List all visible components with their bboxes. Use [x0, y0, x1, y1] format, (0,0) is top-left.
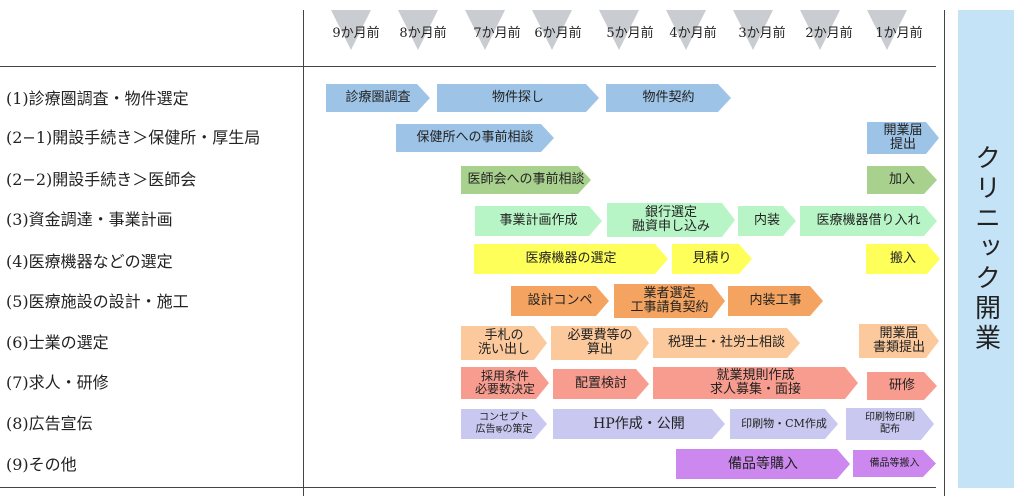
month-marker — [733, 10, 773, 50]
row-label: (3)資金調達・事業計画 — [6, 210, 173, 229]
month-label: 1か月前 — [875, 26, 923, 41]
month-marker — [867, 10, 907, 50]
task-cost-calc-label: 必要費等の 算出 — [567, 328, 633, 357]
row-label: (9)その他 — [6, 455, 77, 474]
task-list-out: 手札の 洗い出し — [461, 326, 547, 360]
task-design-competition: 設計コンペ — [511, 286, 609, 316]
task-homepage: HP作成・公開 — [553, 409, 725, 439]
month-marker — [398, 10, 438, 50]
task-printed-distribute: 印刷物印刷 配布 — [846, 408, 934, 440]
task-docs-submit: 開業届 書類提出 — [859, 324, 939, 358]
task-interior-work: 内装工事 — [728, 286, 823, 316]
task-equipment-select: 医療機器の選定 — [474, 244, 668, 274]
task-survey: 診療圏調査 — [326, 84, 430, 112]
task-printed-distribute-label: 印刷物印刷 配布 — [865, 412, 915, 435]
clinic-opening-goal: クリニック開業 — [958, 10, 1014, 488]
task-cost-calc: 必要費等の 算出 — [551, 326, 649, 360]
task-equipment-carry: 備品等搬入 — [853, 450, 936, 477]
month-label: 8か月前 — [399, 26, 447, 41]
task-placement: 配置検討 — [553, 369, 649, 399]
month-label: 6か月前 — [534, 26, 582, 41]
task-interior: 内装 — [738, 206, 796, 236]
row-label: (6)士業の選定 — [6, 333, 109, 352]
month-label: 4か月前 — [669, 26, 717, 41]
month-label: 3か月前 — [738, 26, 786, 41]
task-hiring-terms-label: 採用条件 必要数決定 — [474, 369, 535, 396]
month-label: 2か月前 — [805, 26, 853, 41]
month-label: 5か月前 — [606, 26, 654, 41]
task-docs-submit-label: 開業届 書類提出 — [872, 326, 925, 355]
label-column-divider — [303, 10, 304, 496]
month-marker — [532, 10, 572, 50]
row-label: (2−1)開設手続き＞保健所・厚生局 — [6, 128, 261, 147]
task-property-search: 物件探し — [437, 84, 599, 112]
task-medical-consult: 医師会への事前相談 — [461, 166, 591, 194]
task-advisor-consult: 税理士・社労士相談 — [653, 328, 800, 358]
row-label: (1)診療圏調査・物件選定 — [6, 89, 189, 108]
row-label: (4)医療機器などの選定 — [6, 252, 173, 271]
task-bank-label: 銀行選定 融資申し込み — [631, 205, 710, 234]
task-concept-label: コンセプト 広告等の策定 — [475, 412, 533, 435]
task-business-plan: 事業計画作成 — [475, 206, 602, 236]
task-work-rules-label: 就業規則作成 求人募集・面接 — [709, 368, 801, 397]
task-contractor: 業者選定 工事請負契約 — [614, 284, 725, 318]
task-notice-submit-label: 開業届 提出 — [883, 123, 923, 152]
month-label: 9か月前 — [332, 26, 380, 41]
task-property-contract: 物件契約 — [606, 84, 731, 112]
task-bank: 銀行選定 融資申し込み — [607, 203, 735, 237]
header-divider — [0, 66, 936, 67]
timeline-end-divider — [944, 10, 945, 496]
task-list-out-label: 手札の 洗い出し — [477, 328, 530, 357]
task-concept: コンセプト 広告等の策定 — [461, 409, 547, 439]
row-label: (8)広告宣伝 — [6, 414, 93, 433]
task-notice-submit: 開業届 提出 — [867, 122, 939, 154]
task-health-consult: 保健所への事前相談 — [396, 124, 554, 152]
row-label: (2−2)開設手続き＞医師会 — [6, 170, 197, 189]
task-contractor-label: 業者選定 工事請負契約 — [630, 286, 709, 315]
task-quote: 見積り — [672, 244, 752, 274]
task-equipment-lease: 医療機器借り入れ — [800, 206, 937, 236]
row-label: (5)医療施設の設計・施工 — [6, 292, 189, 311]
footer-divider — [0, 487, 936, 488]
clinic-opening-label: クリニック開業 — [970, 144, 1001, 354]
task-print-cm: 印刷物・CM作成 — [730, 409, 838, 439]
month-marker — [666, 10, 706, 50]
month-marker — [331, 10, 371, 50]
task-delivery: 搬入 — [866, 244, 940, 274]
month-marker — [599, 10, 639, 50]
task-training: 研修 — [867, 372, 937, 400]
task-hiring-terms: 採用条件 必要数決定 — [461, 367, 549, 399]
task-join: 加入 — [867, 166, 937, 194]
task-equipment-purchase: 備品等購入 — [676, 449, 850, 479]
task-work-rules: 就業規則作成 求人募集・面接 — [653, 367, 858, 399]
month-marker — [465, 10, 505, 50]
month-label: 7か月前 — [473, 26, 521, 41]
row-label: (7)求人・研修 — [6, 373, 109, 392]
month-marker — [800, 10, 840, 50]
